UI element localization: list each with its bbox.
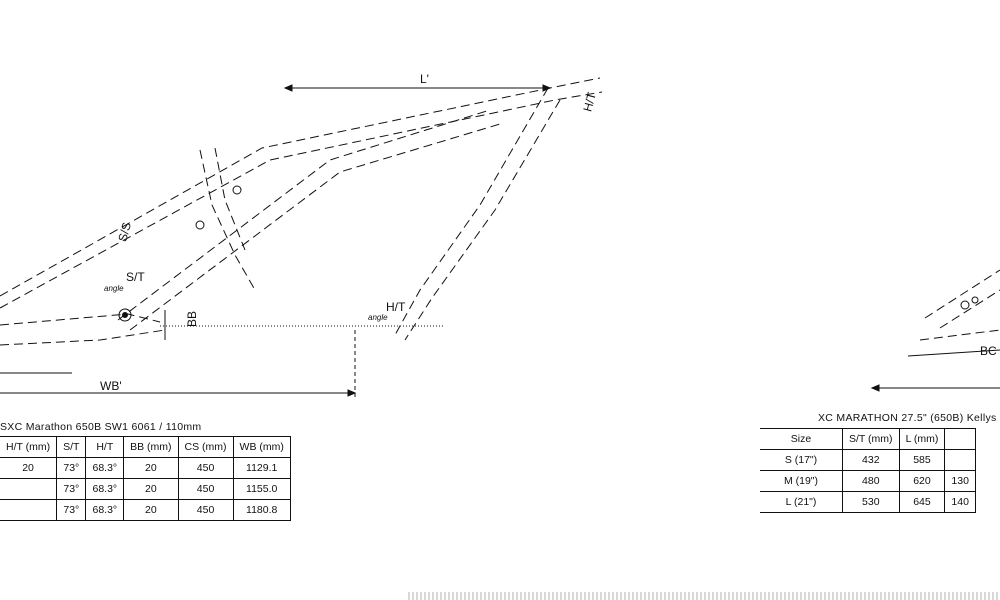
pivot-icon [971,296,979,304]
table-header-cell: S/T (mm) [842,428,900,450]
top-tube-line [0,77,601,297]
table-cell: 620 [899,470,946,492]
table-cell: 432 [842,449,900,471]
pivot-icon [960,300,970,310]
table-row: 73° 68.3° 20 450 1155.0 [0,478,291,500]
chainstay-line [0,329,166,346]
table-cell: 20 [123,478,179,500]
table-header-cell: L (mm) [899,428,946,450]
pivot-icon [195,220,205,230]
table-cell: 130 [944,470,976,492]
chainstay-line [0,313,161,326]
table-cell: 645 [899,491,946,513]
table-header-cell: H/T [85,436,125,458]
right-table-title: XC MARATHON 27.5" (650B) Kellys [818,412,997,424]
table-cell: 1180.8 [233,499,291,521]
right-frame-line [939,289,1000,329]
table-cell: 1155.0 [233,478,291,500]
table-cell [0,499,58,521]
table-header-cell: BB (mm) [123,436,179,458]
wheelbase-label: WB' [100,379,122,393]
table-cell: 68.3° [85,499,125,521]
table-cell [944,449,976,471]
table-header-cell: CS (mm) [178,436,234,458]
table-cell: 73° [56,478,87,500]
head-tube-line [404,99,561,341]
table-cell: 20 [123,499,179,521]
right-frame-line [924,269,1000,319]
bb-drop-label: BB [185,310,200,328]
table-cell: 68.3° [85,457,125,479]
left-geometry-table: H/T (mm) S/T H/T BB (mm) CS (mm) WB (mm)… [0,436,291,521]
table-cell: 20 [0,457,58,479]
head-tube-line [394,87,549,336]
table-cell: 450 [178,499,234,521]
table-header-cell [944,428,976,450]
table-row: M (19") 480 620 130 [760,470,976,492]
table-header-row: Size S/T (mm) L (mm) [760,428,976,450]
table-cell: 480 [842,470,900,492]
seat-tube-angle-sub-label: angle [104,284,124,293]
table-cell [0,478,58,500]
table-cell: 530 [842,491,900,513]
seat-tube-line [199,149,256,291]
table-header-cell: WB (mm) [233,436,291,458]
head-tube-angle-sub-label: angle [368,313,388,322]
table-cell: 20 [123,457,179,479]
table-cell: 73° [56,457,87,479]
table-cell: M (19") [760,470,843,492]
right-geometry-table: Size S/T (mm) L (mm) S (17") 432 585 M (… [760,428,976,513]
table-row: S (17") 432 585 [760,449,976,471]
down-tube-line [117,109,491,321]
table-cell: L (21") [760,491,843,513]
top-length-label: L' [420,72,429,86]
left-table-title: SXC Marathon 650B SW1 6061 / 110mm [0,421,202,433]
seat-tube-line [214,147,246,251]
table-row: 20 73° 68.3° 20 450 1129.1 [0,457,291,479]
table-cell: 140 [944,491,976,513]
table-cell: 585 [899,449,946,471]
table-cell: 73° [56,499,87,521]
seat-tube-angle-label: S/T [126,270,145,284]
top-tube-line [0,91,603,309]
pivot-icon [232,185,242,195]
table-row: L (21") 530 645 140 [760,491,976,513]
table-cell: 450 [178,457,234,479]
table-header-row: H/T (mm) S/T H/T BB (mm) CS (mm) WB (mm) [0,436,291,458]
pivot-icon [118,308,132,322]
table-cell: 68.3° [85,478,125,500]
head-tube-angle-label: H/T [386,300,406,314]
table-cell: S (17") [760,449,843,471]
table-cell: 1129.1 [233,457,291,479]
table-header-cell: Size [760,428,843,450]
chainstay-label: BC [980,344,997,358]
table-row: 73° 68.3° 20 450 1180.8 [0,499,291,521]
table-cell: 450 [178,478,234,500]
down-tube-line [129,123,501,331]
table-header-cell: S/T [56,436,87,458]
bottom-scan-strip [408,592,1000,600]
right-frame-line [919,329,1000,341]
table-header-cell: H/T (mm) [0,436,58,458]
